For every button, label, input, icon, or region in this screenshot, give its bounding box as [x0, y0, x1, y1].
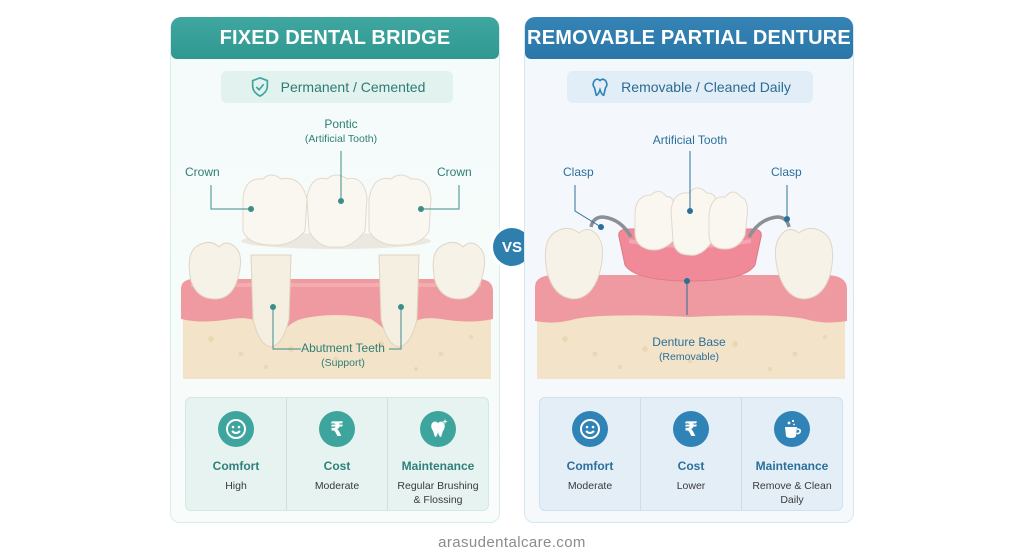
stat-title: Maintenance — [755, 459, 829, 473]
partial-denture-panel: REMOVABLE PARTIAL DENTURE Removable / Cl… — [524, 17, 854, 523]
stat-value: High — [225, 480, 247, 492]
neighbor-tooth-left — [544, 227, 603, 300]
smiley-icon — [218, 411, 254, 447]
tooth-icon — [592, 78, 608, 97]
rupee-icon: ₹ — [319, 411, 355, 447]
abutment-tooth-right — [378, 254, 420, 348]
partial-denture-stats: Comfort Moderate ₹ Cost Lower Maintenanc… — [539, 397, 843, 511]
sparkle-tooth-icon — [420, 411, 456, 447]
crown-right-label: Crown — [437, 165, 472, 179]
stat-cost: ₹ Cost Lower — [640, 398, 741, 510]
smiley-icon — [572, 411, 608, 447]
denture-base-label-sub: (Removable) — [658, 351, 720, 363]
gum-tissue — [535, 275, 847, 323]
stat-maintenance: Maintenance Regular Brushing & Flossing — [387, 398, 488, 510]
pontic-label-text: Pontic — [324, 117, 358, 131]
abutment-label: Abutment Teeth (Support) — [295, 341, 391, 369]
pontic-label: Pontic (Artificial Tooth) — [301, 117, 381, 145]
stat-title: Comfort — [566, 459, 614, 473]
rupee-icon: ₹ — [673, 411, 709, 447]
crown-left-label: Crown — [185, 165, 220, 179]
abutment-label-sub: (Support) — [321, 357, 365, 369]
fixed-bridge-tag: Permanent / Cemented — [221, 71, 453, 103]
neighbor-tooth-left — [188, 241, 241, 300]
partial-denture-title: REMOVABLE PARTIAL DENTURE — [525, 17, 853, 59]
stat-title: Comfort — [212, 459, 260, 473]
stat-value: Moderate — [314, 480, 360, 492]
stat-maintenance: Maintenance Remove & Clean Daily — [741, 398, 842, 510]
footer-website: arasudentalcare.com — [438, 534, 586, 551]
stat-value: Remove & Clean Daily — [752, 480, 832, 506]
clasp-left-label: Clasp — [563, 165, 594, 179]
pontic-tooth — [306, 174, 368, 248]
denture-base-label: Denture Base (Removable) — [639, 335, 739, 363]
pontic-label-sub: (Artificial Tooth) — [304, 133, 378, 145]
abutment-label-text: Abutment Teeth — [301, 341, 385, 355]
stat-value: Moderate — [567, 480, 613, 492]
fixed-bridge-title: FIXED DENTAL BRIDGE — [171, 17, 499, 59]
clasp-right — [747, 215, 791, 238]
partial-denture-tag: Removable / Cleaned Daily — [567, 71, 813, 103]
stat-comfort: Comfort Moderate — [540, 398, 640, 510]
stat-comfort: Comfort High — [186, 398, 286, 510]
stat-title: Cost — [323, 459, 351, 473]
partial-denture-tag-text: Removable / Cleaned Daily — [621, 79, 791, 95]
stat-cost: ₹ Cost Moderate — [286, 398, 387, 510]
artificial-tooth-label: Artificial Tooth — [652, 133, 728, 147]
cup-icon — [774, 411, 810, 447]
partial-denture-illustration — [535, 151, 847, 379]
stat-value: Lower — [676, 480, 706, 492]
fixed-bridge-stats: Comfort High ₹ Cost Moderate Maintenance… — [185, 397, 489, 511]
fixed-bridge-panel: FIXED DENTAL BRIDGE Permanent / Cemented — [170, 17, 500, 523]
clasp-right-label: Clasp — [771, 165, 802, 179]
stat-title: Maintenance — [401, 459, 475, 473]
crown-right — [368, 174, 432, 246]
fixed-bridge-illustration — [181, 151, 493, 379]
abutment-tooth-left — [250, 254, 292, 348]
stat-value: Regular Brushing & Flossing — [397, 480, 479, 506]
neighbor-tooth-right — [775, 227, 834, 300]
shield-check-icon — [251, 76, 268, 98]
neighbor-tooth-right — [432, 241, 485, 300]
crown-left — [242, 174, 308, 246]
stat-title: Cost — [677, 459, 705, 473]
denture-base-label-text: Denture Base — [652, 335, 726, 349]
fixed-bridge-tag-text: Permanent / Cemented — [280, 79, 426, 95]
